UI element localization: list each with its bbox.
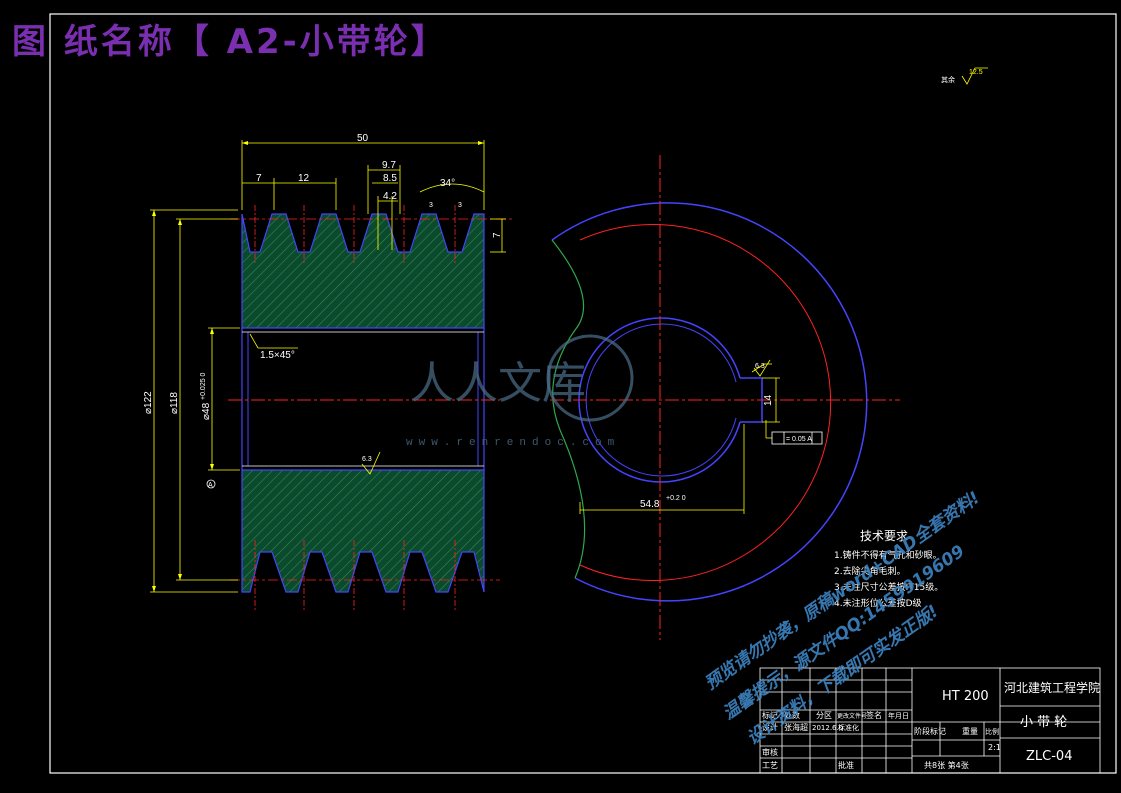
svg-text:设计: 设计 [762,722,778,732]
dim-12: 12 [298,173,310,184]
roughness-section: 6.3 [362,456,372,463]
dim-4-2: 4.2 [383,191,397,202]
dim-bore-tol: +0.025 0 [200,372,207,400]
drawing-title: 图 纸名称【 A2-小带轮】 [12,22,448,62]
pulley-front-view: = 0.05 A 14 54.8 +0.2 0 6.3 [550,155,900,640]
svg-text:比例: 比例 [985,727,999,736]
dim-3b: 3 [458,202,462,209]
tech-req-1: 1.铸件不得有气孔和砂眼。 [834,549,942,561]
title-block [759,667,1101,774]
watermark: 人人文库 www.renrendoc.com 预览请勿抄袭，原稿word+CAD… [406,334,984,749]
svg-text:工艺: 工艺 [762,761,778,770]
svg-text:签名: 签名 [866,710,882,720]
dim-keyway-width: 14 [763,394,774,406]
drawing-frame [49,13,1117,774]
svg-text:分区: 分区 [816,711,832,720]
watermark-url: www.renrendoc.com [406,437,620,449]
tech-req-3: 3.未注尺寸公差按IT15级。 [834,581,943,593]
sheet-count: 共8张 第4张 [924,760,969,770]
material: HT 200 [942,689,989,704]
geometric-tolerance: = 0.05 A [786,436,812,443]
dim-key-depth: 54.8 [640,499,660,510]
technical-requirements: 技术要求 1.铸件不得有气孔和砂眼。 2.去除尖角毛刺。 3.未注尺寸公差按IT… [834,529,943,609]
dim-3a: 3 [429,202,433,209]
svg-text:重量: 重量 [962,726,978,736]
part-name: 小 带 轮 [1020,715,1067,730]
dim-bore: ⌀48 [201,402,212,420]
drawing-number: ZLC-04 [1026,749,1072,764]
dim-inner-dia: ⌀118 [169,392,180,414]
svg-text:阶段标记: 阶段标记 [914,726,946,736]
school-name: 河北建筑工程学院 [1004,680,1100,695]
dim-groove-depth: 7 [492,232,503,238]
svg-text:批准: 批准 [838,760,854,770]
svg-text:标准化: 标准化 [838,723,859,732]
dim-overall-width: 50 [357,133,369,144]
dim-outer-dia: ⌀122 [143,391,154,414]
dim-8-5: 8.5 [383,173,397,184]
pulley-section-view: 50 7 12 9.7 8.5 4.2 34° 3 3 7 ⌀122 ⌀118 … [143,133,512,612]
tech-req-4: 4.未注形位公差按D级 [834,597,922,609]
dim-7: 7 [256,173,262,184]
svg-text:审核: 审核 [762,747,778,757]
svg-text:2012.6.0: 2012.6.0 [812,724,843,732]
datum-marker: A [208,482,213,489]
svg-text:12.5: 12.5 [969,69,983,76]
dim-key-tol: +0.2 0 [666,495,686,502]
svg-text:处数: 处数 [784,710,800,720]
dim-9-7: 9.7 [382,160,396,171]
scale: 2:1 [988,743,1001,752]
svg-text:标记: 标记 [762,710,778,720]
roughness-front: 6.3 [755,363,765,370]
corner-roughness: 其余 12.5 [941,67,988,85]
svg-text:张海超: 张海超 [784,722,808,732]
tech-req-heading: 技术要求 [860,529,908,543]
title-block-text: HT 200 河北建筑工程学院 小 带 轮 ZLC-04 2:1 共8张 第4张… [762,680,1100,770]
watermark-logo: 人人文库 [410,358,586,409]
dim-angle: 34° [440,178,455,189]
dim-chamfer: 1.5×45° [260,350,295,361]
svg-text:年月日: 年月日 [888,711,909,720]
svg-text:其余: 其余 [941,75,955,84]
tech-req-2: 2.去除尖角毛刺。 [834,565,906,577]
svg-text:更改文件号: 更改文件号 [837,712,867,720]
